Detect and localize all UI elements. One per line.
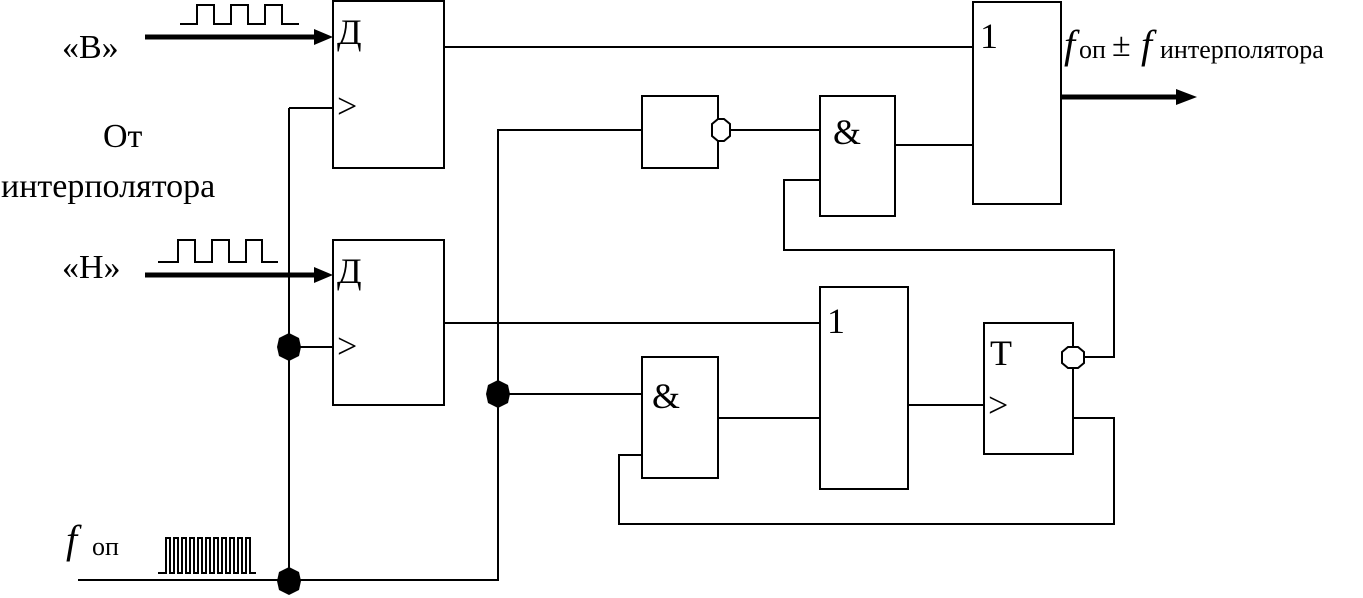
t-trigger-t-label: T bbox=[990, 333, 1012, 373]
output-f2-subscript: интерполятора bbox=[1160, 35, 1324, 64]
upper-input-label: «В» bbox=[62, 29, 119, 66]
and-gate-upper: & bbox=[819, 95, 896, 217]
and-gate-upper-label: & bbox=[833, 112, 861, 152]
or-gate-output-label: 1 bbox=[980, 16, 998, 56]
lower-input-arrowhead bbox=[314, 267, 333, 283]
reference-f-subscript: оп bbox=[92, 532, 119, 561]
junction-dot bbox=[277, 333, 301, 361]
lower-input-pulse-icon bbox=[158, 239, 278, 263]
or-gate-middle-label: 1 bbox=[827, 301, 845, 341]
t-trigger-inverted-output-bubble-icon bbox=[1061, 346, 1085, 369]
output-f2-symbol: f bbox=[1141, 22, 1157, 67]
inverter-block bbox=[641, 95, 731, 169]
upper-input-pulse-icon bbox=[180, 4, 299, 25]
and-gate-lower-label: & bbox=[652, 376, 680, 416]
or-gate-middle: 1 bbox=[819, 286, 909, 490]
source-label-line2: интерполятора bbox=[1, 168, 215, 205]
output-f1-symbol: f bbox=[1064, 22, 1080, 67]
output-plus-minus: ± bbox=[1112, 27, 1131, 64]
t-trigger: T > bbox=[983, 322, 1085, 455]
junction-dot bbox=[277, 567, 301, 595]
reference-pulse-icon bbox=[158, 537, 256, 574]
t-inverted-feedback-wire bbox=[783, 179, 1115, 358]
d-trigger-upper-clock-label: > bbox=[337, 86, 357, 126]
d-trigger-upper: Д > bbox=[332, 0, 445, 169]
reference-f-symbol: f bbox=[66, 517, 82, 562]
reference-frequency-label: f оп bbox=[66, 517, 119, 562]
d-trigger-upper-d-label: Д bbox=[337, 12, 362, 52]
junction-dot bbox=[486, 380, 510, 408]
lower-input-label: «Н» bbox=[62, 249, 121, 286]
or-gate-output: 1 bbox=[972, 1, 1062, 205]
d-trigger-lower: Д > bbox=[332, 239, 445, 406]
output-frequency-label: f оп ± f интерполятора bbox=[1064, 22, 1324, 67]
d-trigger-lower-d-label: Д bbox=[337, 251, 362, 291]
output-arrowhead bbox=[1176, 89, 1197, 105]
t-direct-feedback-wire bbox=[618, 417, 1115, 525]
d-trigger-lower-clock-label: > bbox=[337, 326, 357, 366]
output-f1-subscript: оп bbox=[1079, 35, 1106, 64]
and-gate-lower: & bbox=[641, 356, 719, 479]
inverter-output-bubble-icon bbox=[711, 118, 731, 142]
t-trigger-clock-label: > bbox=[988, 385, 1008, 425]
upper-input-arrowhead bbox=[314, 29, 333, 45]
source-label-line1: От bbox=[103, 118, 143, 155]
